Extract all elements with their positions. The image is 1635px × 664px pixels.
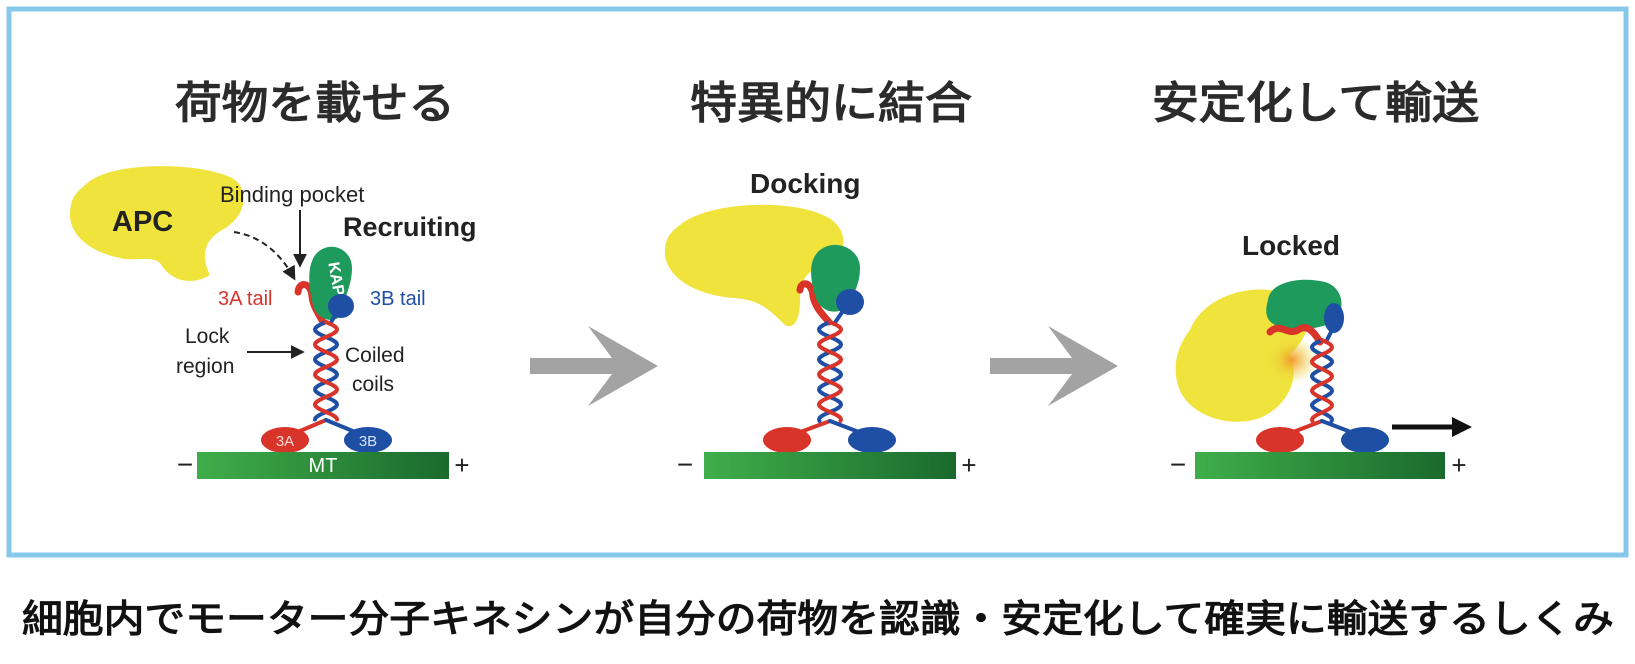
- state-label: Docking: [750, 168, 860, 199]
- lock-contact-patch: [1266, 336, 1318, 384]
- coiled-coils-label-line1: Coiled: [345, 344, 405, 367]
- lock-region-label-line1: Lock: [185, 325, 230, 348]
- panel-locked: 安定化して輸送 Locked − +: [1152, 79, 1479, 480]
- panel-recruiting: 荷物を載せる APC Binding pocket Recruiting KAP…: [70, 79, 477, 480]
- step-arrow-1: [530, 326, 658, 406]
- coiled-coil: [816, 320, 844, 423]
- motor-3a-label: 3A: [276, 433, 294, 450]
- apc-cargo: [70, 166, 244, 282]
- figure-caption: 細胞内でモーター分子キネシンが自分の荷物を認識・安定化して確実に輸送するしくみ: [22, 599, 1614, 641]
- coiled-coil-strand-3a: [312, 320, 340, 422]
- plus-end-label: +: [961, 450, 976, 480]
- apc-cargo: [664, 204, 844, 327]
- microtubule: [704, 452, 956, 479]
- motor-3b: [848, 427, 896, 453]
- state-label: Locked: [1242, 230, 1340, 261]
- state-label: Recruiting: [343, 212, 477, 242]
- panel-docking: 特異的に結合 Docking − +: [664, 79, 977, 480]
- coiled-coil-strand-3b: [816, 320, 844, 423]
- tail-3b-head: [1324, 303, 1344, 333]
- tail-3a: [1266, 324, 1324, 346]
- tail-3a: [796, 280, 833, 326]
- panel-title: 安定化して輸送: [1152, 79, 1479, 128]
- motor-3a: [1256, 427, 1304, 453]
- coiled-coil-strand-3a: [1309, 338, 1335, 423]
- tail-3a-label: 3A tail: [218, 288, 272, 310]
- apc-label: APC: [112, 206, 173, 238]
- panel-title: 荷物を載せる: [175, 79, 455, 128]
- coiled-coils-label-line2: coils: [352, 373, 394, 396]
- kap3: [1266, 279, 1342, 330]
- minus-end-label: −: [677, 449, 693, 480]
- plus-end-label: +: [454, 450, 469, 480]
- panel-title: 特異的に結合: [690, 79, 972, 128]
- motor-3a: [261, 427, 309, 453]
- motor-3b: [1341, 427, 1389, 453]
- motor-3a: [763, 427, 811, 453]
- motor-3b: [344, 427, 392, 453]
- microtubule: [1195, 452, 1445, 479]
- lock-region-label-line2: region: [176, 355, 234, 378]
- minus-end-label: −: [177, 449, 193, 480]
- coiled-coil: [1309, 338, 1335, 423]
- tail-3b-head: [328, 294, 354, 318]
- step-arrow-2: [990, 326, 1118, 406]
- tail-3b-label: 3B tail: [370, 288, 426, 310]
- motor-3b-label: 3B: [359, 433, 377, 450]
- coiled-coil: [312, 320, 340, 422]
- microtubule: [197, 452, 449, 479]
- microtubule-label: MT: [309, 455, 338, 477]
- minus-end-label: −: [1170, 449, 1186, 480]
- coiled-coil-strand-3a: [816, 320, 844, 423]
- tail-3b-head: [836, 289, 864, 315]
- coiled-coil-strand-3b: [312, 320, 340, 422]
- plus-end-label: +: [1451, 450, 1466, 480]
- binding-pocket-label: Binding pocket: [220, 182, 364, 207]
